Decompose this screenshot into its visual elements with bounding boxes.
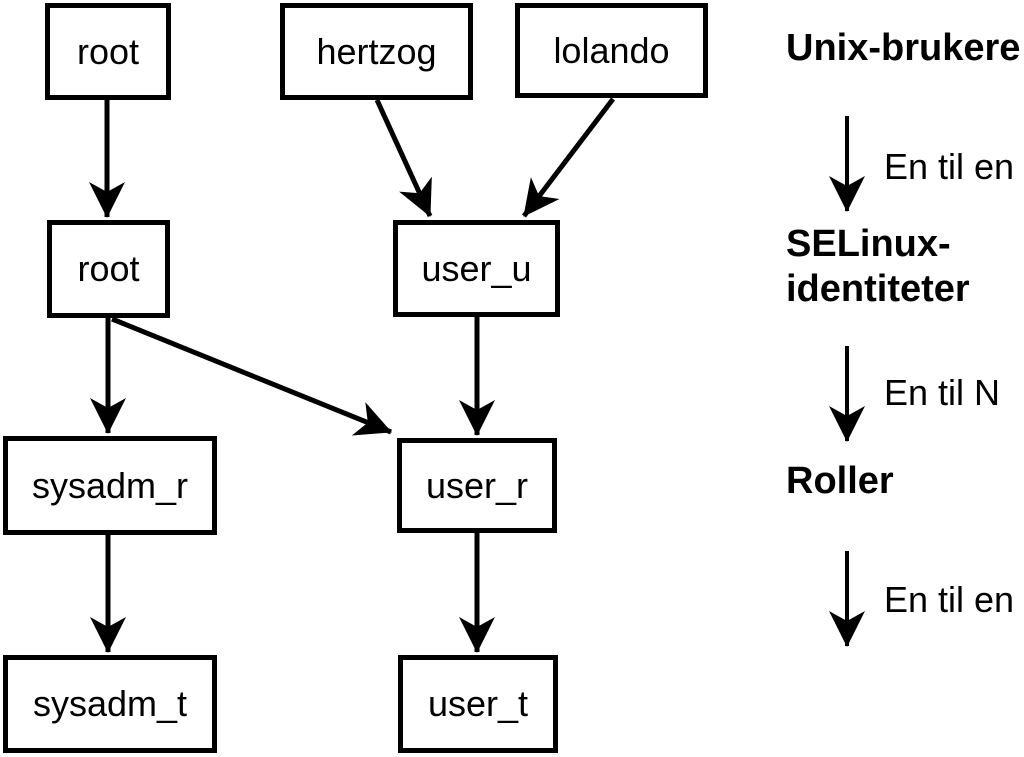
legend-label-en-til-n: En til N — [884, 372, 1001, 413]
node-label: lolando — [553, 29, 670, 71]
node-label: root — [77, 248, 140, 289]
node-root-selinux: root — [47, 220, 170, 318]
node-label: hertzog — [316, 30, 437, 72]
legend-heading-roller: Roller — [786, 460, 894, 502]
legend-label-en-til-en-1: En til en — [884, 146, 1015, 187]
legend-heading-unix-brukere: Unix-brukere — [786, 27, 1021, 69]
node-label: sysadm_r — [31, 464, 189, 506]
edge-rootselinux-to-userr — [111, 316, 392, 436]
node-label: sysadm_t — [32, 683, 188, 724]
node-label: user_t — [427, 683, 529, 724]
node-label: user_r — [425, 464, 529, 506]
edge-lolando-to-useru — [522, 97, 615, 218]
node-hertzog: hertzog — [280, 3, 473, 100]
node-label: user_u — [421, 247, 532, 289]
edge-hertzog-to-useru — [374, 98, 433, 218]
legend-label-en-til-en-2: En til en — [884, 579, 1015, 620]
legend-heading-selinux-identiteter: SELinux- identiteter — [786, 223, 970, 310]
node-sysadm_t: sysadm_t — [3, 655, 217, 753]
node-lolando: lolando — [515, 3, 708, 98]
node-label: root — [76, 30, 140, 72]
node-user_r: user_r — [397, 438, 557, 533]
node-root-unix: root — [45, 3, 171, 100]
node-user_u: user_u — [393, 220, 560, 317]
node-sysadm_r: sysadm_r — [3, 436, 217, 535]
node-user_t: user_t — [398, 655, 558, 753]
